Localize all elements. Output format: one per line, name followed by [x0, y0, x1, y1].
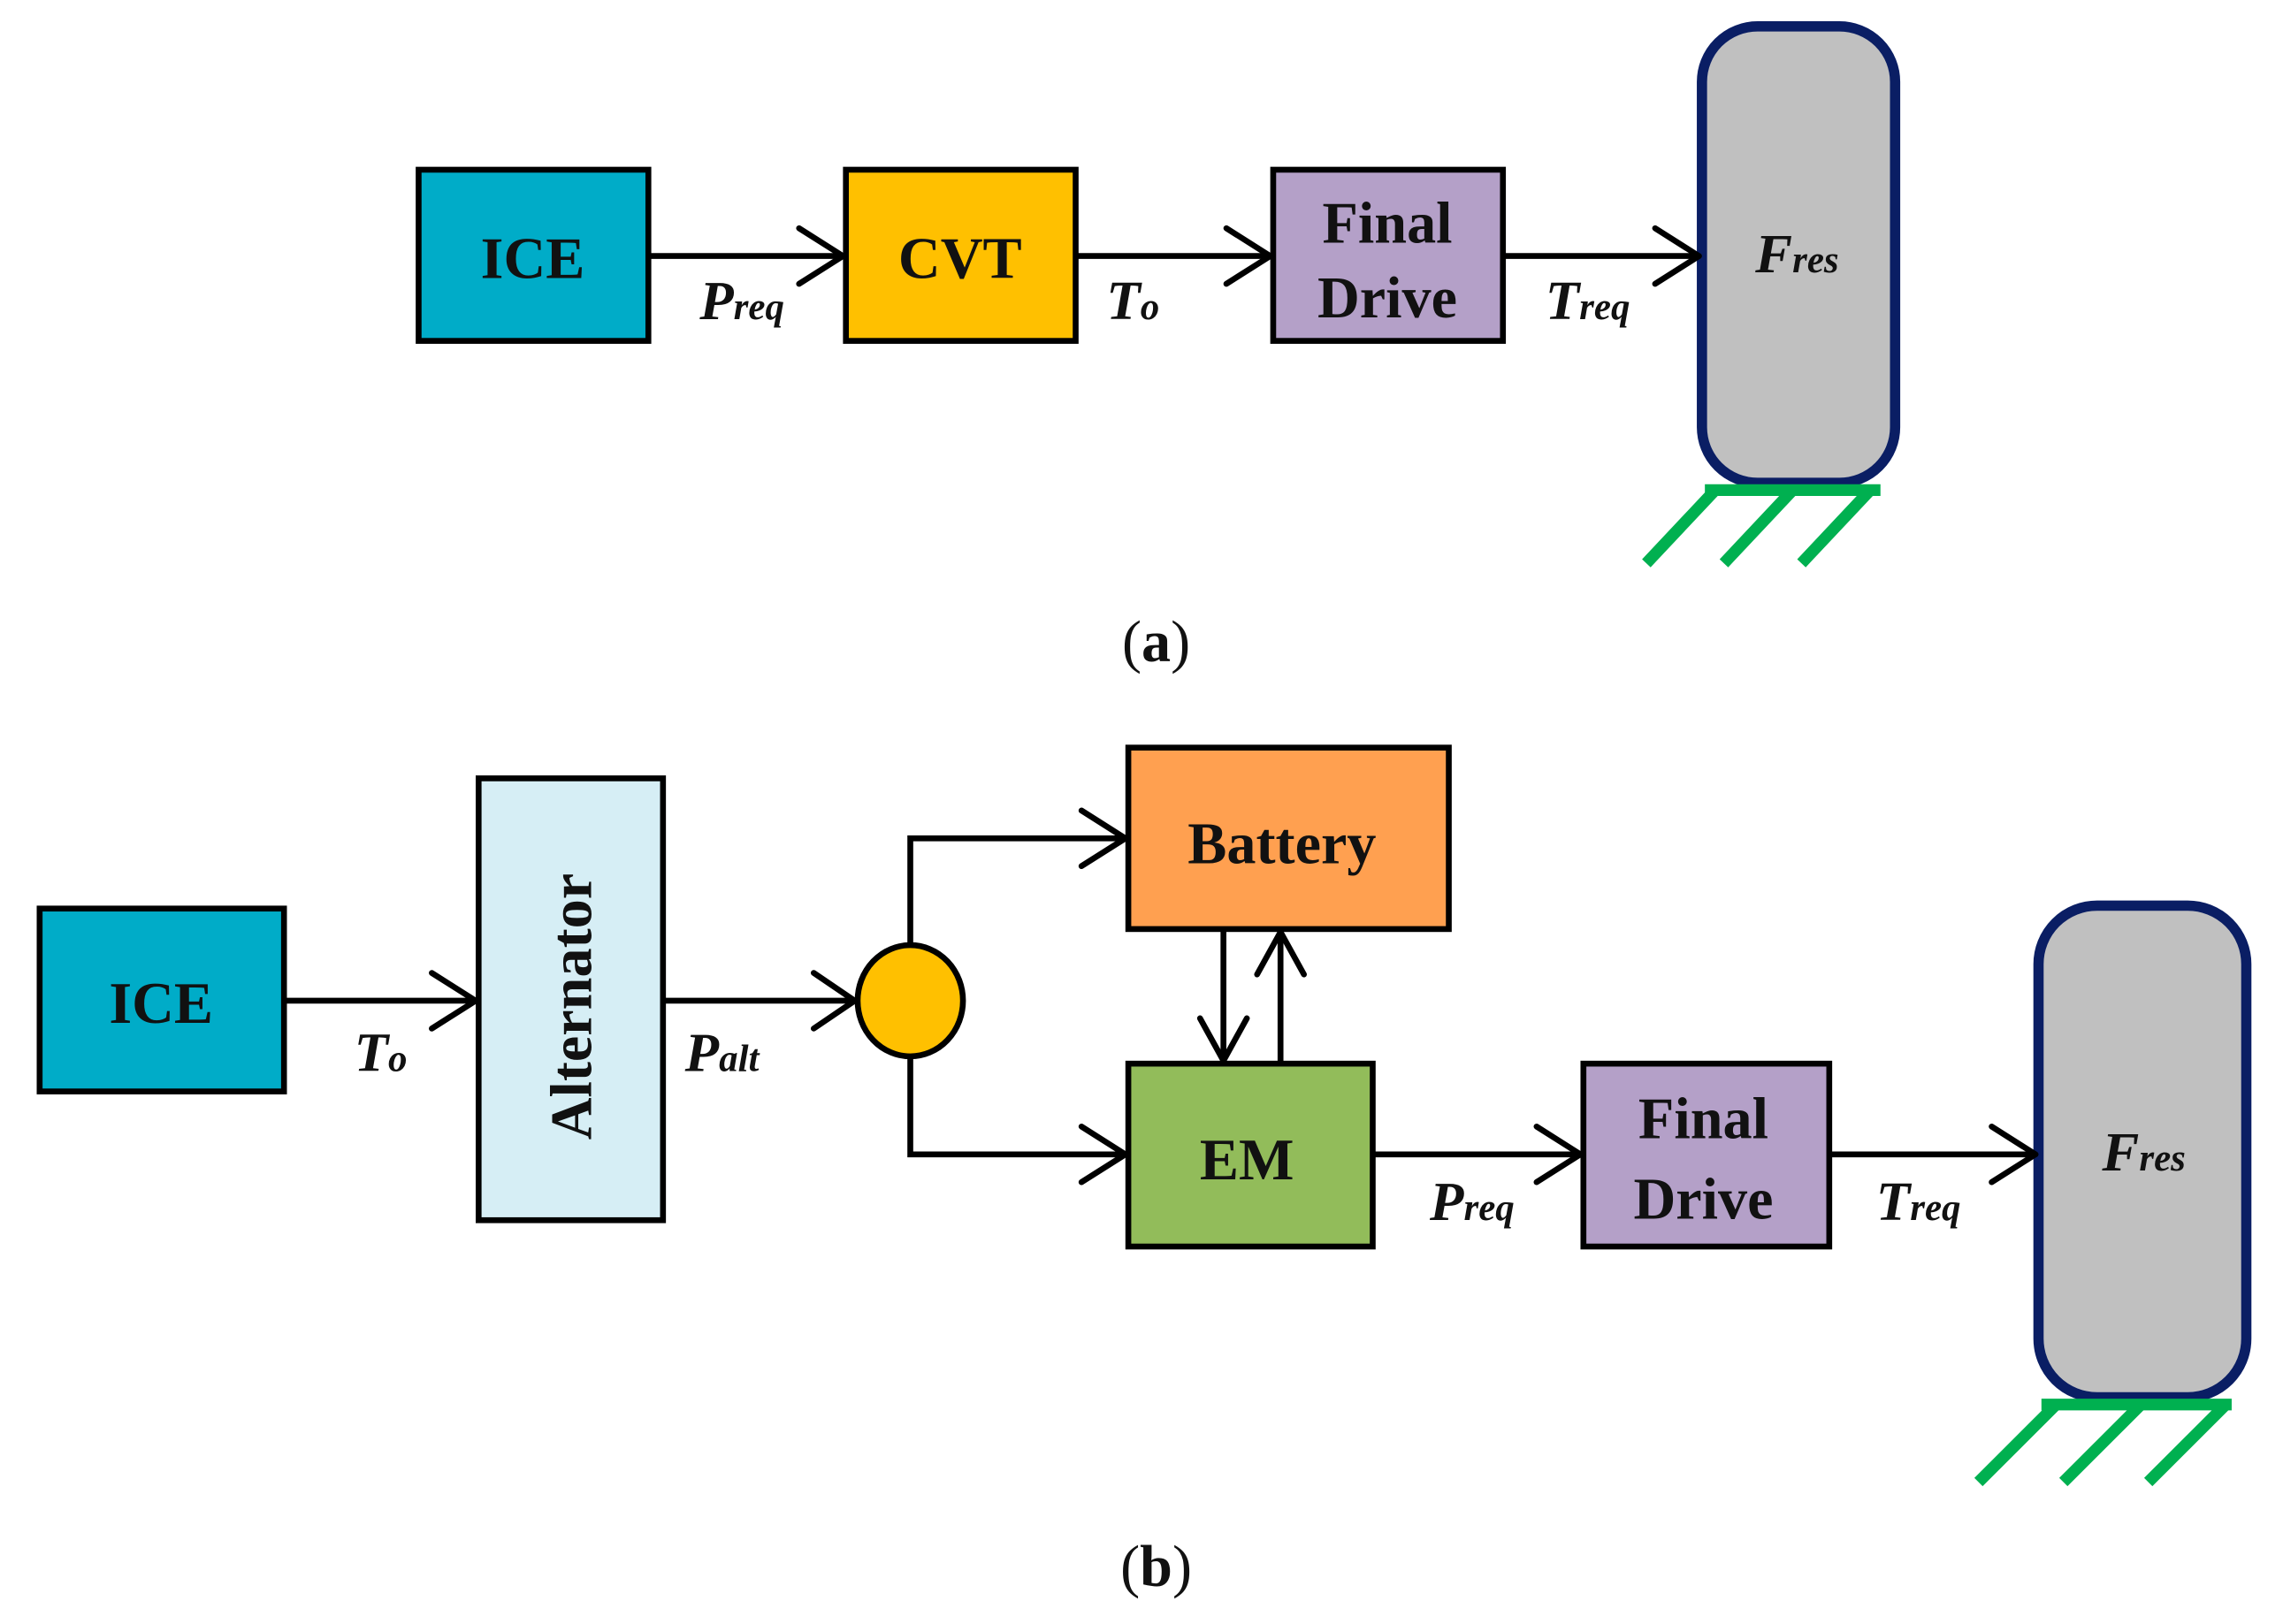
fres-label-b: Fres [2101, 1121, 2186, 1183]
ice-label-b: ICE [109, 972, 213, 1036]
em-block [1125, 1060, 1376, 1250]
final-drive-label-line1-b: Final [1638, 1087, 1768, 1152]
signal-treq-b: Treq [1876, 1170, 1961, 1232]
ice-block-b [36, 905, 287, 1094]
signal-palt: Palt [684, 1021, 761, 1083]
alternator-block [475, 775, 667, 1224]
wheel-a [1697, 20, 1901, 488]
arrow-finaldrive-wheel-a [1502, 225, 1702, 287]
arrow-em-battery [1254, 928, 1308, 1064]
signal-treq-a: Treq [1546, 270, 1630, 332]
final-drive-label-line2-b: Drive [1633, 1168, 1773, 1232]
junction-node [854, 942, 966, 1060]
em-label: EM [1200, 1128, 1294, 1193]
signal-preq-a: Preq [699, 270, 784, 332]
fres-label-a: Fres [1754, 223, 1839, 285]
arrow-battery-em [1196, 928, 1250, 1064]
arrow-junction-em [907, 1056, 1129, 1186]
cvt-label: CVT [898, 226, 1022, 291]
final-drive-label-line2-a: Drive [1317, 266, 1457, 331]
caption-a: (a) [1122, 610, 1190, 675]
arrow-cvt-finaldrive [1075, 225, 1273, 287]
arrow-alternator-junction [662, 970, 858, 1032]
final-drive-block-a [1270, 166, 1507, 344]
ground-icon-a [1642, 484, 1881, 568]
ice-label-a: ICE [481, 226, 585, 291]
cvt-block [843, 166, 1079, 344]
alternator-label: Alternator [540, 873, 605, 1140]
arrow-em-finaldrive [1372, 1124, 1584, 1186]
diagram-a: ICE CVT Final Drive Fres [416, 20, 1901, 675]
arrow-ice-cvt [648, 225, 846, 287]
caption-b: (b) [1120, 1535, 1192, 1599]
diagram-b: ICE Alternator Battery EM Final Drive Fr… [36, 744, 2252, 1599]
wheel-b [2033, 900, 2252, 1403]
battery-label: Battery [1187, 812, 1376, 876]
signal-to-a: To [1106, 270, 1159, 332]
ground-icon-b [1974, 1399, 2232, 1487]
arrow-junction-battery [907, 807, 1129, 946]
ice-block-a [416, 166, 652, 344]
signal-to-b: To [355, 1021, 408, 1083]
arrow-finaldrive-wheel-b [1829, 1124, 2039, 1186]
final-drive-label-line1-a: Final [1322, 192, 1452, 256]
signal-preq-b: Preq [1429, 1170, 1515, 1232]
arrow-ice-alternator [284, 970, 479, 1032]
